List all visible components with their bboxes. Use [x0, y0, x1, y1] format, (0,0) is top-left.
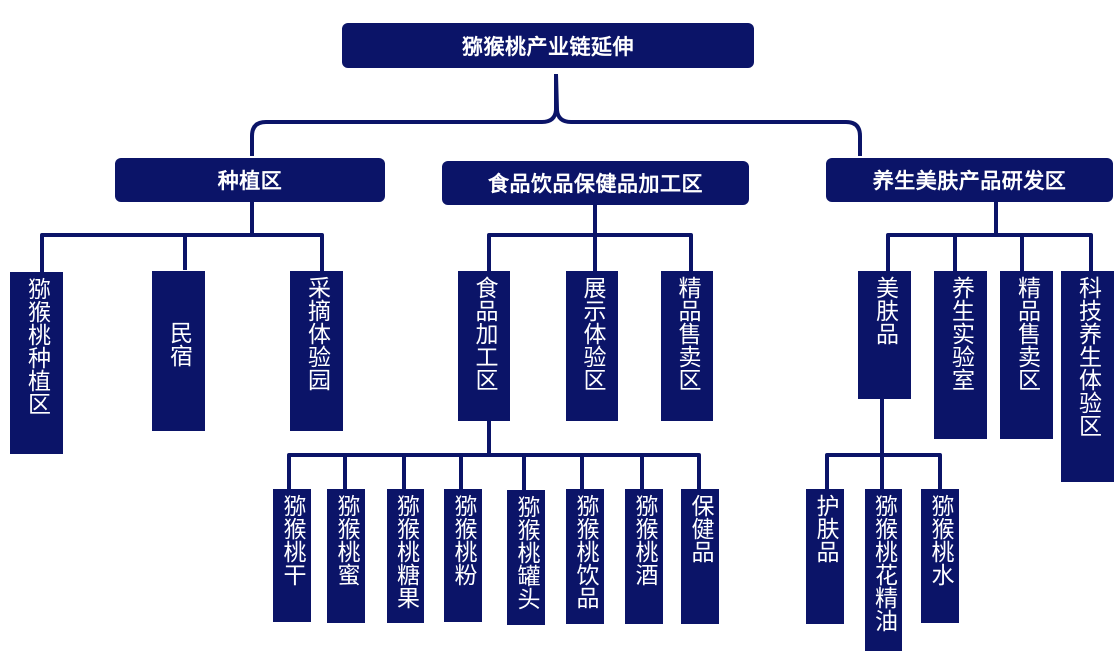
node-boutique-sales: 精品售卖区 [661, 271, 713, 421]
node-kiwi-drinks: 猕猴桃饮品 [566, 489, 604, 624]
node-kiwi-powder: 猕猴桃粉 [444, 489, 482, 622]
node-label: 科技养生体验区 [1074, 276, 1101, 437]
node-label: 猕猴桃蜜 [333, 494, 359, 586]
food-processing-connector [287, 420, 701, 490]
node-kiwi-flower-oil: 猕猴桃花精油 [865, 489, 902, 651]
node-kiwi-candy: 猕猴桃糖果 [387, 489, 424, 623]
node-label: 猕猴桃罐头 [513, 495, 539, 610]
zone-label: 食品饮品保健品加工区 [488, 172, 703, 196]
zone2-connector [487, 205, 693, 272]
root-brace-connector [250, 73, 862, 156]
node-skincare: 护肤品 [806, 489, 844, 624]
node-label: 民宿 [165, 321, 192, 367]
node-tech-wellness: 科技养生体验区 [1061, 271, 1114, 482]
node-health-products: 保健品 [681, 489, 719, 624]
node-label: 猕猴桃种植区 [23, 277, 50, 415]
node-label: 猕猴桃花精油 [870, 494, 897, 632]
node-label: 采摘体验园 [303, 276, 330, 391]
node-kiwi-honey: 猕猴桃蜜 [327, 489, 365, 623]
zone-node-planting: 种植区 [115, 158, 385, 202]
node-label: 保健品 [687, 494, 713, 563]
zone-label: 养生美肤产品研发区 [872, 169, 1067, 193]
node-label: 精品售卖区 [1013, 276, 1040, 391]
node-label: 精品售卖区 [674, 276, 700, 391]
node-label: 展示体验区 [579, 276, 605, 391]
node-label: 食品加工区 [471, 276, 497, 391]
node-label: 猕猴桃糖果 [392, 494, 419, 609]
node-food-processing: 食品加工区 [458, 271, 510, 421]
node-exhibition: 展示体验区 [566, 271, 618, 421]
node-beauty-products: 美肤品 [858, 271, 911, 399]
zone-node-food-processing: 食品饮品保健品加工区 [442, 161, 749, 205]
node-label: 护肤品 [812, 494, 838, 563]
zone-label: 种植区 [217, 169, 283, 193]
node-label: 美肤品 [871, 276, 898, 345]
node-boutique-sales-2: 精品售卖区 [1000, 271, 1053, 439]
node-picking-park: 采摘体验园 [290, 271, 343, 431]
node-dried-kiwi: 猕猴桃干 [273, 489, 311, 622]
node-homestay: 民宿 [152, 271, 205, 431]
node-label: 猕猴桃粉 [450, 494, 476, 586]
node-kiwi-water: 猕猴桃水 [921, 489, 959, 623]
root-label: 猕猴桃产业链延伸 [462, 34, 634, 59]
node-label: 猕猴桃饮品 [572, 494, 598, 609]
node-canned-kiwi: 猕猴桃罐头 [507, 490, 545, 625]
node-kiwi-wine: 猕猴桃酒 [625, 489, 663, 624]
node-label: 养生实验室 [947, 276, 974, 391]
node-label: 猕猴桃酒 [631, 494, 657, 586]
node-label: 猕猴桃干 [279, 494, 305, 586]
node-kiwi-planting: 猕猴桃种植区 [10, 272, 63, 454]
root-node: 猕猴桃产业链延伸 [342, 23, 754, 68]
node-label: 猕猴桃水 [927, 494, 953, 586]
node-wellness-lab: 养生实验室 [934, 271, 987, 439]
zone-node-health-beauty: 养生美肤产品研发区 [826, 158, 1113, 202]
beauty-connector [825, 398, 942, 490]
zone1-connector [40, 202, 324, 272]
zone3-connector [886, 202, 1093, 272]
